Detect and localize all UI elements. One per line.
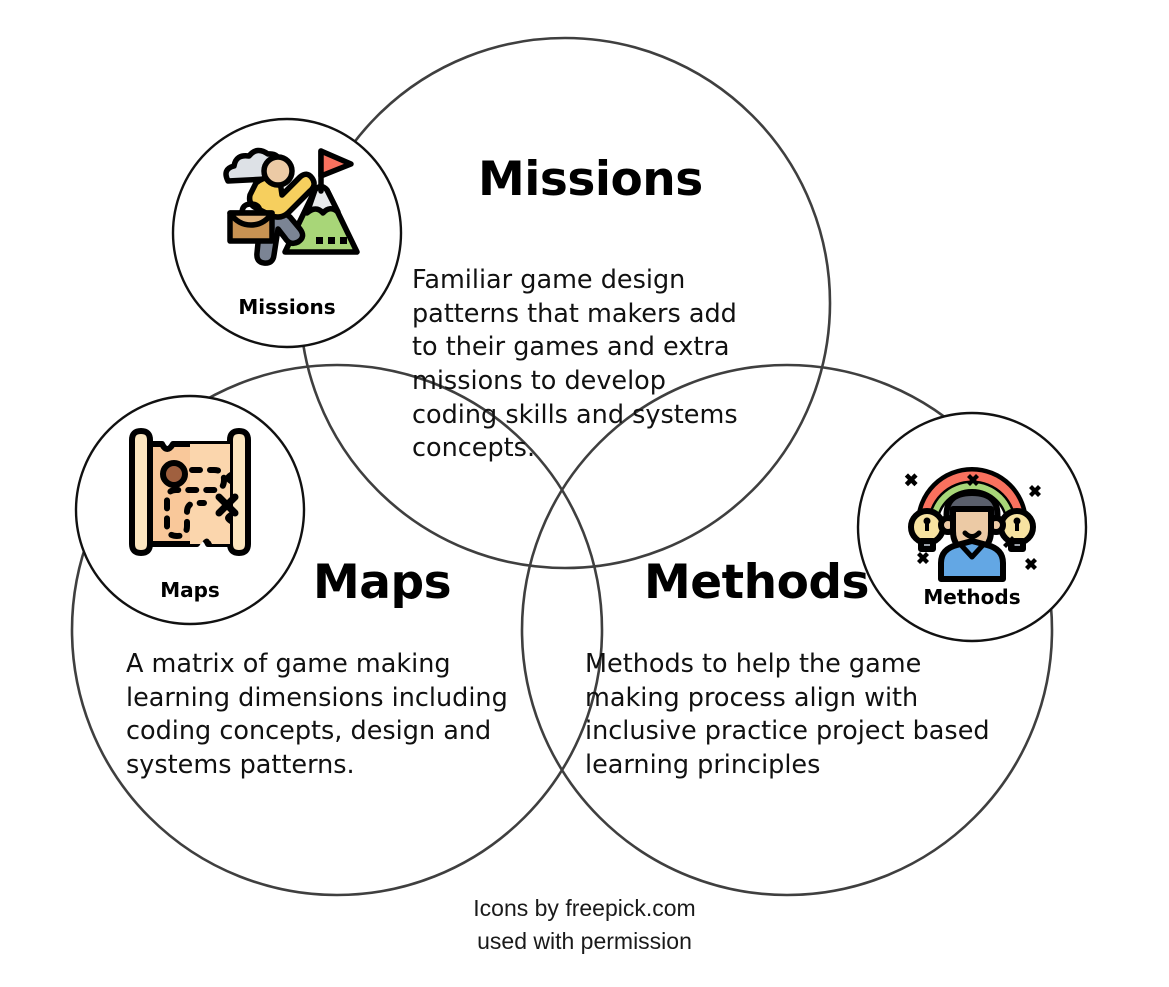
badge-label-missions: Missions: [238, 295, 336, 319]
badge-label-maps: Maps: [160, 578, 220, 602]
section-title-missions: Missions: [478, 152, 703, 207]
section-body-methods: Methods to help the game making process …: [585, 649, 990, 780]
person-avatar-icon: [938, 490, 1006, 582]
credit-line-2: used with permission: [477, 927, 692, 954]
left-bulb-icon: [908, 508, 946, 552]
person-ideas-rainbow-bulbs-icon: [904, 467, 1041, 582]
credit-line-1: Icons by freepick.com: [473, 895, 696, 921]
attribution-credit: Icons by freepick.com used with permissi…: [0, 892, 1169, 957]
map-dashed-route-icon: [164, 467, 228, 540]
map-x-mark-icon: [215, 493, 239, 517]
map-start-marker-icon: [160, 460, 188, 488]
sparkle-icons: [904, 473, 1041, 570]
treasure-map-scroll-icon: [129, 428, 251, 556]
section-body-missions: Familiar game design patterns that maker…: [412, 265, 738, 464]
mountain-climber-flag-icon: [223, 147, 360, 266]
section-body-maps: A matrix of game making learning dimensi…: [126, 649, 508, 780]
section-title-methods: Methods: [644, 555, 869, 610]
section-title-maps: Maps: [313, 555, 452, 610]
circle-methods: [520, 363, 1054, 897]
mountain-dots-icon: [316, 237, 347, 244]
circle-maps: [70, 363, 604, 897]
badge-label-methods: Methods: [923, 585, 1021, 609]
